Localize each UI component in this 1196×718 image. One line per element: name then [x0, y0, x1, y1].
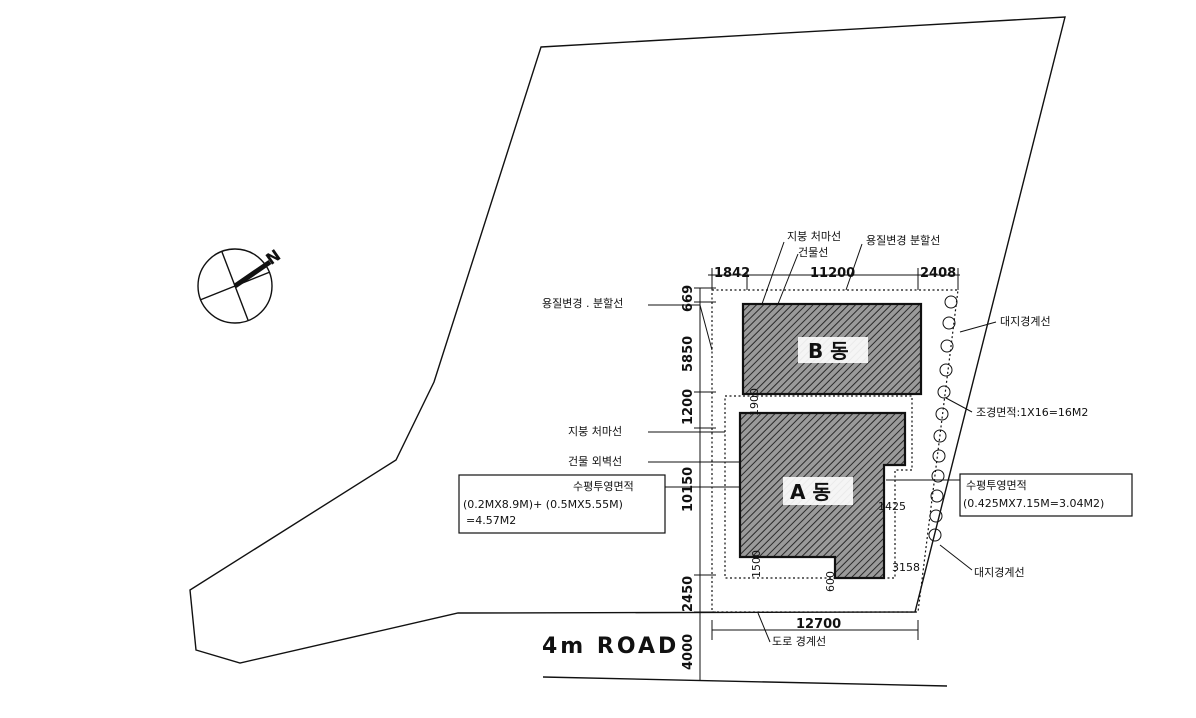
roof-eave-line-outer: [711, 289, 959, 613]
label-landscape-area: 조경면적:1X16=16M2: [976, 406, 1088, 419]
north-arrow-icon: N: [197, 246, 284, 324]
building-a-label-bg: [783, 477, 853, 505]
label-building-line-top: 건물선: [798, 246, 828, 259]
road-label: 4m ROAD: [542, 634, 679, 659]
dim-top-3: 2408: [920, 266, 956, 281]
dim-left-2: 5850: [681, 336, 696, 372]
dim-top-1: 1842: [714, 266, 750, 281]
dim-inner-5: 600: [824, 571, 837, 592]
dim-left-4: 10150: [681, 467, 696, 512]
label-site-boundary-bottom: 대지경계선: [974, 566, 1025, 579]
label-site-boundary-top: 대지경계선: [1000, 315, 1051, 328]
callout-right-line1: (0.425MX7.15M=3.04M2): [963, 497, 1104, 510]
dim-left-5: 2450: [681, 576, 696, 612]
site-boundary-outline: [189, 16, 1066, 664]
label-zoning-top: 용질변경 분할선: [866, 234, 940, 247]
callout-left: 수평투영면적 (0.2MX8.9M)+ (0.5MX5.55M) =4.57M2: [458, 474, 666, 534]
dimension-lines: [694, 268, 960, 680]
label-zoning-left: 용질변경 . 분할선: [542, 297, 623, 310]
dim-left-1: 669: [681, 285, 696, 312]
dim-inner-3: 3158: [892, 561, 920, 574]
dim-bottom: 12700: [796, 617, 841, 632]
label-roof-line-left: 지붕 처마선: [568, 425, 622, 438]
dim-inner-4: 1500: [750, 550, 763, 578]
dim-top-2: 11200: [810, 266, 855, 281]
callout-left-line1: (0.2MX8.9M)+ (0.5MX5.55M): [463, 498, 623, 511]
callout-right: 수평투영면적 (0.425MX7.15M=3.04M2): [959, 473, 1133, 517]
building-a-label: A 동: [790, 480, 831, 504]
dim-inner-1: 1900: [748, 388, 761, 416]
label-roof-line-top: 지붕 처마선: [787, 230, 841, 243]
label-road-boundary: 도로 경계선: [772, 635, 826, 648]
label-outer-wall: 건물 외벽선: [568, 455, 622, 468]
callout-left-line2: =4.57M2: [466, 514, 516, 527]
building-b-label: B 동: [808, 339, 849, 363]
dim-left-6: 4000: [681, 634, 696, 670]
building-b-label-bg: [798, 337, 868, 363]
callout-left-title: 수평투영면적: [573, 480, 634, 493]
callout-right-title: 수평투영면적: [966, 479, 1027, 492]
dim-left-3: 1200: [681, 389, 696, 425]
landscape-trees: [928, 295, 958, 542]
leader-lines: [648, 241, 997, 643]
road-line-bottom: [542, 676, 948, 687]
dim-inner-2: 1425: [878, 500, 906, 513]
